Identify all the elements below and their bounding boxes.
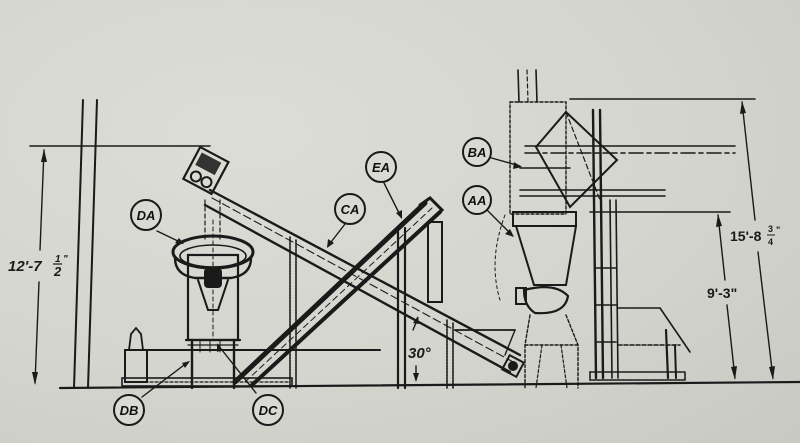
dim-right-outer-whole: 15'-8 (730, 228, 762, 244)
dim-left-den: 2 (53, 264, 62, 279)
dim-angle: 30° (408, 345, 432, 362)
callout-ea: EA (372, 160, 390, 175)
dim-left-whole: 12'-7 (8, 258, 42, 275)
dim-right-inner: 9'-3" (707, 285, 737, 301)
callout-da: DA (137, 208, 156, 223)
callout-dc: DC (259, 403, 278, 418)
dim-right-outer-inch: " (776, 225, 780, 235)
leader-db (141, 361, 189, 398)
callout-db: DB (120, 403, 139, 418)
callout-circle-ea (365, 151, 397, 183)
leader-dc (217, 344, 257, 394)
callout-ba: BA (468, 145, 487, 160)
dim-right-outer-num: 3 (768, 224, 773, 234)
callout-circle-db (113, 394, 145, 426)
callout-ca: CA (341, 202, 360, 217)
callout-circle-da (130, 199, 162, 231)
dim-left-num: 1 (55, 254, 61, 265)
leader-ea (383, 182, 402, 218)
callout-circle-ba (462, 137, 492, 167)
leader-aa (486, 209, 513, 236)
callout-circle-aa (462, 185, 492, 215)
callout-circle-dc (252, 394, 284, 426)
callout-aa: AA (467, 193, 487, 208)
callout-circle-ca (334, 193, 366, 225)
dim-left-inch: " (63, 254, 68, 265)
ground-line (58, 380, 800, 390)
dim-right-outer-den: 4 (768, 237, 773, 247)
